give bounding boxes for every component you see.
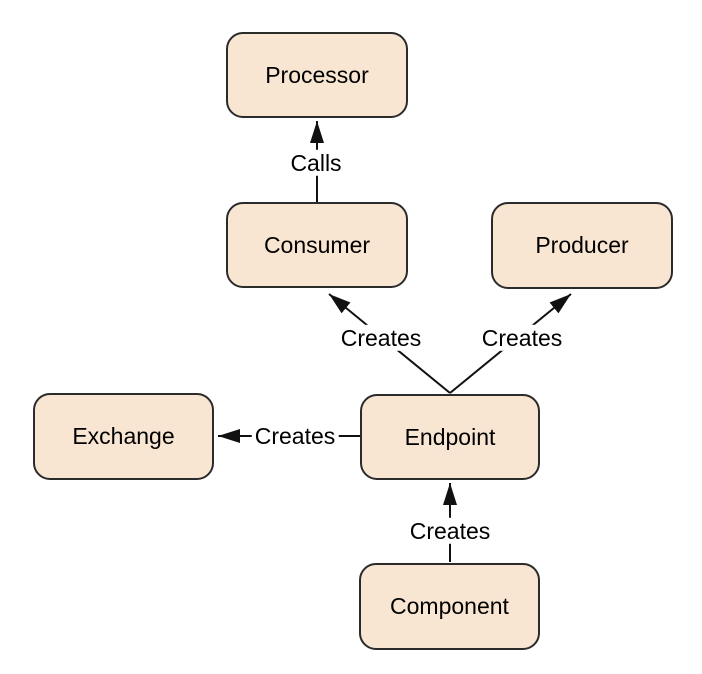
node-component: Component	[359, 563, 540, 650]
node-exchange-label: Exchange	[72, 423, 175, 449]
node-producer-label: Producer	[535, 232, 629, 258]
node-endpoint-label: Endpoint	[404, 423, 496, 450]
edge-label-creates-component: Creates	[406, 517, 494, 545]
edge-label-creates-exchange: Creates	[251, 422, 339, 450]
edge-label-calls: Calls	[287, 149, 345, 177]
edge-label-creates-producer: Creates	[478, 324, 566, 352]
node-exchange: Exchange	[33, 393, 214, 480]
node-endpoint: Endpoint	[360, 394, 540, 480]
node-component-label: Component	[390, 593, 509, 619]
node-processor-label: Processor	[265, 61, 369, 88]
node-producer: Producer	[491, 202, 673, 289]
node-consumer: Consumer	[226, 202, 408, 288]
node-processor: Processor	[226, 32, 408, 118]
edge-label-creates-consumer: Creates	[337, 324, 425, 352]
node-consumer-label: Consumer	[263, 231, 371, 258]
